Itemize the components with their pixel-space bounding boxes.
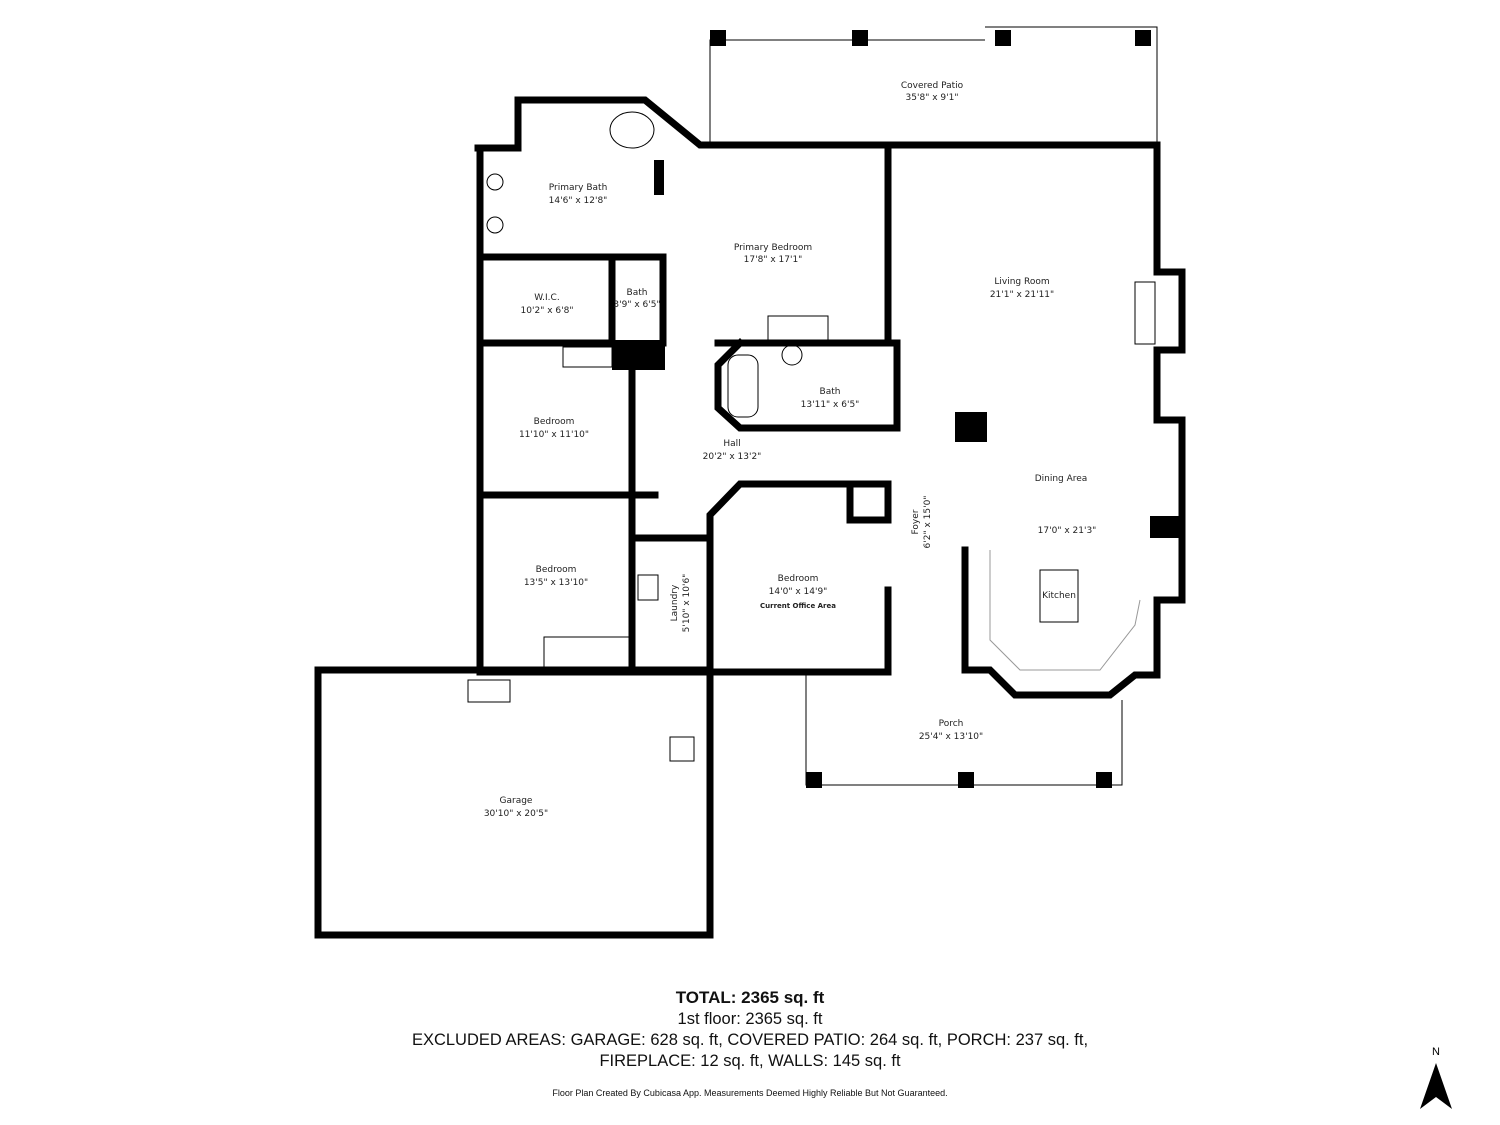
svg-text:30'10" x 20'5": 30'10" x 20'5" — [484, 809, 548, 819]
svg-text:Hall: Hall — [723, 439, 740, 449]
svg-text:Primary Bath: Primary Bath — [549, 183, 608, 193]
svg-text:6'2" x 15'0": 6'2" x 15'0" — [923, 496, 933, 549]
svg-text:35'8" x 9'1": 35'8" x 9'1" — [906, 93, 959, 103]
svg-text:3'9" x 6'5": 3'9" x 6'5" — [613, 300, 660, 310]
svg-text:14'6" x 12'8": 14'6" x 12'8" — [549, 196, 608, 206]
room-label: Bedroom 11'10" x 11'10" — [519, 417, 589, 440]
svg-text:Covered Patio: Covered Patio — [901, 81, 964, 91]
svg-text:25'4" x 13'10": 25'4" x 13'10" — [919, 732, 983, 742]
room-label: Bedroom 13'5" x 13'10" — [524, 565, 588, 588]
compass: N — [1418, 1040, 1454, 1110]
svg-text:Bath: Bath — [627, 288, 648, 298]
total-area: TOTAL: 2365 sq. ft — [675, 988, 825, 1007]
svg-text:Garage: Garage — [500, 796, 533, 806]
svg-text:Dining Area: Dining Area — [1035, 474, 1088, 484]
svg-text:17'8" x 17'1": 17'8" x 17'1" — [744, 255, 803, 265]
svg-text:W.I.C.: W.I.C. — [534, 293, 559, 303]
excluded-areas: EXCLUDED AREAS: GARAGE: 628 sq. ft, COVE… — [411, 1031, 1089, 1049]
room-label: Primary Bath 14'6" x 12'8" — [549, 183, 608, 206]
excluded-areas-cont: FIREPLACE: 12 sq. ft, WALLS: 145 sq. ft — [599, 1052, 901, 1070]
fixtures — [467, 111, 1156, 762]
room-label: Bath 13'11" x 6'5" — [801, 387, 860, 410]
svg-text:Porch: Porch — [939, 719, 964, 729]
svg-text:13'11" x 6'5": 13'11" x 6'5" — [801, 400, 860, 410]
svg-text:Bedroom: Bedroom — [778, 574, 819, 584]
room-label: Dining Area 17'0" x 21'3" — [1035, 474, 1097, 536]
svg-text:Bedroom: Bedroom — [534, 417, 575, 427]
room-label: Hall 20'2" x 13'2" — [703, 439, 762, 462]
room-label: Primary Bedroom 17'8" x 17'1" — [734, 243, 812, 265]
svg-text:5'10" x 10'6": 5'10" x 10'6" — [682, 574, 692, 633]
credit-text: Floor Plan Created By Cubicasa App. Meas… — [552, 1088, 948, 1098]
svg-text:Current Office Area: Current Office Area — [760, 602, 836, 610]
svg-text:13'5" x 13'10": 13'5" x 13'10" — [524, 578, 588, 588]
svg-text:Foyer: Foyer — [911, 509, 921, 534]
svg-text:20'2" x 13'2": 20'2" x 13'2" — [703, 452, 762, 462]
svg-text:21'1" x 21'11": 21'1" x 21'11" — [990, 290, 1054, 300]
svg-text:11'10" x 11'10": 11'10" x 11'10" — [519, 430, 589, 440]
room-label: Kitchen — [1042, 591, 1076, 601]
north-arrow-icon — [1420, 1063, 1452, 1109]
room-label: W.I.C. 10'2" x 6'8" — [521, 293, 574, 316]
floor-area: 1st floor: 2365 sq. ft — [677, 1010, 823, 1028]
walls — [314, 96, 1186, 939]
svg-text:Living Room: Living Room — [994, 277, 1049, 287]
room-label: Bedroom 14'0" x 14'9" Current Office Area — [760, 574, 836, 610]
room-label: Bath 3'9" x 6'5" — [613, 288, 660, 310]
svg-text:14'0" x 14'9": 14'0" x 14'9" — [769, 587, 828, 597]
north-label: N — [1432, 1046, 1440, 1058]
room-label: Living Room 21'1" x 21'11" — [990, 277, 1054, 300]
svg-text:Kitchen: Kitchen — [1042, 591, 1076, 601]
room-label: Porch 25'4" x 13'10" — [919, 719, 983, 742]
room-label: Garage 30'10" x 20'5" — [484, 796, 548, 819]
svg-text:10'2" x 6'8": 10'2" x 6'8" — [521, 306, 574, 316]
svg-text:Bath: Bath — [820, 387, 841, 397]
porch — [805, 675, 1123, 788]
svg-text:17'0" x 21'3": 17'0" x 21'3" — [1038, 526, 1097, 536]
svg-text:Laundry: Laundry — [670, 584, 680, 621]
svg-text:Primary Bedroom: Primary Bedroom — [734, 243, 812, 253]
svg-text:Bedroom: Bedroom — [536, 565, 577, 575]
covered-patio — [709, 26, 1158, 145]
room-label: Covered Patio 35'8" x 9'1" — [901, 81, 964, 103]
